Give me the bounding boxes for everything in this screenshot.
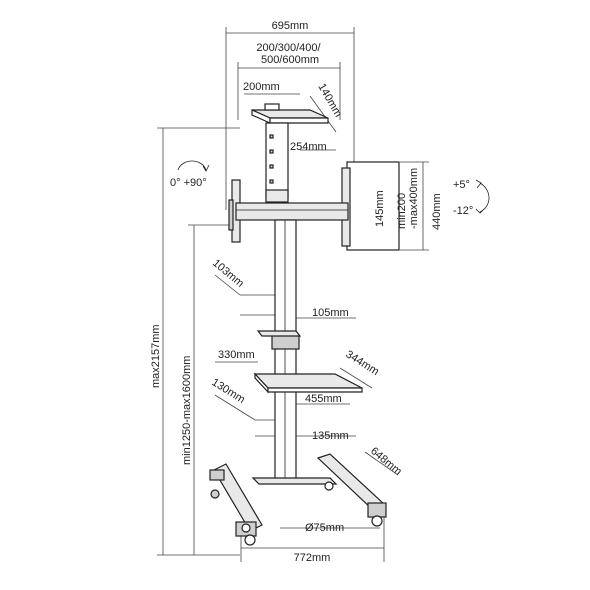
- rotation-arrow-icon: [177, 160, 210, 172]
- label-vesa-line1: 200/300/400/: [256, 42, 321, 54]
- label-base-width: 772mm: [294, 552, 331, 564]
- label-tilt-up: +5°: [453, 179, 470, 191]
- label-screen-range-line1: min200: [396, 193, 408, 229]
- tv-stand-illustration: [209, 103, 400, 546]
- label-screen-range-line2: -max400mm: [408, 168, 420, 229]
- label-shelf2-width-3: 455mm: [305, 393, 342, 405]
- label-screen-range: min200 -max400mm: [396, 168, 420, 229]
- label-top-height: 254mm: [290, 141, 327, 153]
- label-pole: 135mm: [312, 430, 349, 442]
- label-rotation: 0° +90°: [170, 177, 207, 189]
- label-shelf2-width-1: 330mm: [218, 349, 255, 361]
- label-tilt-down: -12°: [453, 205, 473, 217]
- tilt-arrow-icon: [475, 179, 490, 214]
- label-shelf2-side: 130mm: [209, 376, 246, 406]
- label-top-width-1: 200mm: [243, 81, 280, 93]
- label-overall-width: 695mm: [272, 20, 309, 32]
- label-base-depth: 648mm: [368, 445, 404, 478]
- label-wheel: Ø75mm: [305, 522, 344, 534]
- label-vesa-line2: 500/600mm: [261, 54, 319, 66]
- label-vesa: 200/300/400/ 500/600mm: [256, 42, 323, 66]
- label-max-height: max2157mm: [150, 324, 162, 388]
- label-height-range: min1250-max1600mm: [181, 356, 193, 465]
- label-shelf1-width: 105mm: [312, 307, 349, 319]
- label-bracket-height: 145mm: [374, 190, 386, 227]
- label-screen-height: 440mm: [431, 193, 443, 230]
